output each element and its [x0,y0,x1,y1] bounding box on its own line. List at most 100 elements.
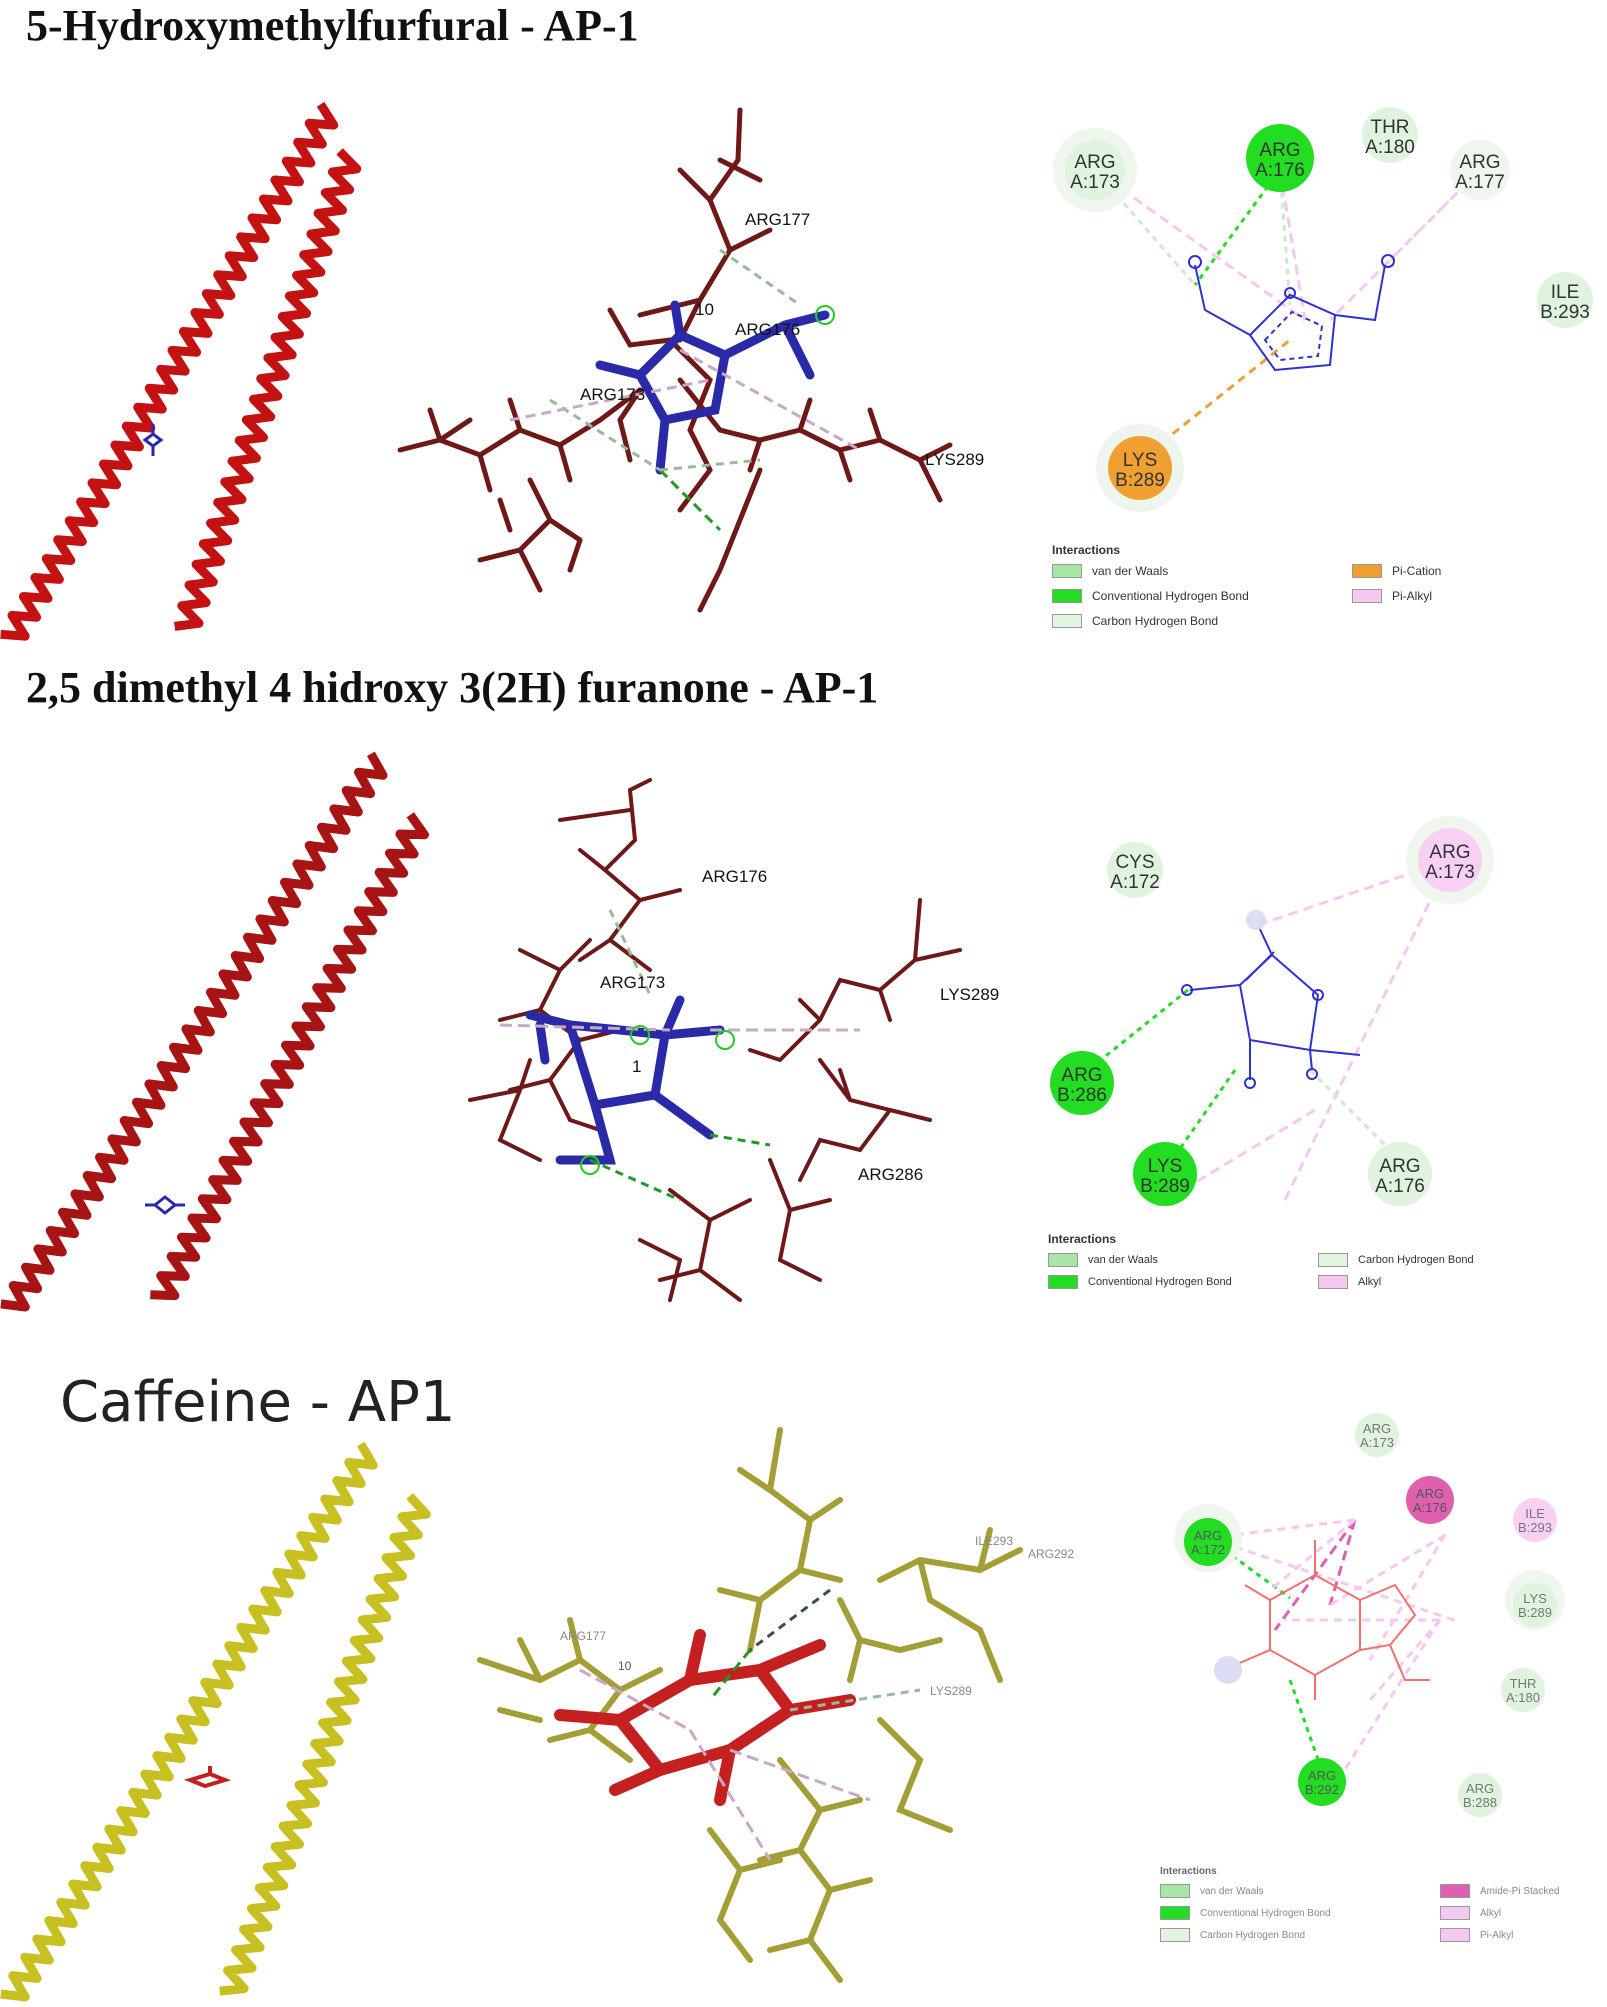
protein-helices [0,1441,431,2002]
protein-helices [0,101,362,641]
svg-text:THR: THR [1510,1676,1537,1691]
svg-text:A:172: A:172 [1191,1542,1225,1557]
section-title: 2,5 dimethyl 4 hidroxy 3(2H) furanone - … [26,663,879,712]
section-title: Caffeine - AP1 [60,1370,456,1435]
legend-item: Pi-Alkyl [1440,1927,1600,1943]
label-arg173: ARG173 [600,973,665,992]
svg-text:ARG: ARG [1308,1768,1336,1783]
helix-ribbon [150,812,429,1301]
ligand-marker [145,1195,185,1215]
ligand-sticks [595,300,830,475]
legend-item: Pi-Alkyl [1352,588,1532,604]
binding-site-3d-view: ARG177 10 ILE293 ARG292 LYS289 [477,1427,1074,1983]
protein-ribbon-view [0,1441,431,2002]
label-arg177: ARG177 [560,1629,606,1643]
svg-text:ILE: ILE [1525,1506,1545,1521]
svg-text:ARG: ARG [1416,1486,1444,1501]
label-arg176: ARG176 [702,867,767,886]
svg-text:A:176: A:176 [1255,160,1305,181]
svg-text:A:180: A:180 [1506,1690,1540,1705]
section-caffeine: Caffeine - AP1 [0,1330,1607,2007]
label-atom-10: 10 [618,1659,632,1673]
legend-swatch [1318,1253,1348,1267]
legend-item: van der Waals [1048,1252,1318,1268]
svg-text:B:286: B:286 [1057,1085,1107,1106]
svg-text:A:173: A:173 [1360,1435,1394,1450]
svg-text:B:289: B:289 [1518,1605,1552,1620]
legend-item: Carbon Hydrogen Bond [1160,1927,1440,1943]
legend-item: Conventional Hydrogen Bond [1048,1274,1318,1290]
legend-item: Carbon Hydrogen Bond [1318,1252,1518,1268]
residue-bubbles [1174,1413,1565,1817]
svg-text:A:173: A:173 [1070,172,1120,193]
legend-heading: Interactions [1052,543,1121,557]
residue-bubbles [1050,816,1494,1206]
interaction-legend: Interactions van der Waals Pi-Cation Con… [1052,543,1532,629]
svg-text:ARG: ARG [1061,1065,1102,1086]
legend-swatch [1052,589,1082,603]
svg-text:ARG: ARG [1379,1156,1420,1177]
label-ile293: ILE293 [975,1534,1013,1548]
ligand-structure [1188,254,1395,372]
residue-sticks [477,1427,1023,1983]
legend-swatch [1160,1928,1190,1942]
svg-text:ARG: ARG [1363,1421,1391,1436]
protein-helices [0,751,429,1312]
label-lys289: LYS289 [940,985,999,1004]
ligand-structure [1214,1540,1430,1700]
label-lys289: LYS289 [925,450,984,469]
svg-text:THR: THR [1370,117,1409,138]
interaction-2d-diagram: ARG A:173 ARG A:176 ILE B:293 ARG A:172 … [1174,1413,1565,1817]
legend-item: Alkyl [1440,1905,1600,1921]
svg-text:B:293: B:293 [1518,1520,1552,1535]
interaction-legend: Interactions van der Waals Carbon Hydrog… [1048,1232,1518,1290]
interaction-legend: Interactions van der Waals Amide-Pi Stac… [1160,1866,1600,1943]
helix-ribbon [0,751,388,1312]
svg-text:ILE: ILE [1551,282,1580,303]
label-arg292: ARG292 [1028,1547,1074,1561]
section-hmf: 5-Hydroxymethylfurfural - AP-1 [0,0,1607,650]
svg-text:A:176: A:176 [1375,1176,1425,1197]
svg-text:B:288: B:288 [1463,1795,1497,1810]
legend-swatch [1440,1884,1470,1898]
legend-item: Amide-Pi Stacked [1440,1883,1600,1899]
legend-swatch [1160,1906,1190,1920]
interaction-dashes [499,909,860,1202]
helix-ribbon [0,1441,378,2002]
svg-text:ARG: ARG [1259,140,1300,161]
svg-text:A:180: A:180 [1365,137,1415,158]
legend-item: van der Waals [1052,563,1352,579]
svg-text:ARG: ARG [1074,152,1115,173]
legend-item: van der Waals [1160,1883,1440,1899]
svg-text:B:292: B:292 [1305,1782,1339,1797]
legend-swatch [1052,564,1082,578]
residue-sticks [468,778,962,1302]
svg-text:ARG: ARG [1459,152,1500,173]
label-atom-1: 1 [632,1057,641,1076]
label-arg176: ARG176 [735,320,800,339]
svg-text:B:289: B:289 [1140,1176,1190,1197]
binding-site-3d-view: ARG177 10 ARG176 ARG173 LYS289 [397,107,984,613]
interaction-lines [1207,1518,1461,1786]
svg-text:B:293: B:293 [1540,302,1590,323]
ligand-marker [183,1766,232,1789]
interaction-dashes [509,248,861,532]
ligand-marker [142,424,164,456]
interaction-2d-diagram: ARG A:173 ARG A:176 THR A:180 ARG A:177 … [1053,107,1593,512]
label-arg177: ARG177 [745,210,810,229]
binding-site-3d-view: ARG176 ARG173 1 LYS289 ARG286 [468,778,999,1302]
protein-ribbon-view [0,101,362,641]
residue-labels: ARG A:173 ARG A:176 THR A:180 ARG A:177 … [1070,117,1590,491]
protein-ribbon-view [0,751,429,1312]
legend-item: Pi-Cation [1352,563,1532,579]
svg-text:ARG: ARG [1466,1781,1494,1796]
legend-swatch [1352,589,1382,603]
legend-swatch [1048,1253,1078,1267]
svg-text:A:173: A:173 [1425,862,1475,883]
ligand-structure [1181,910,1361,1089]
legend-heading: Interactions [1160,1866,1217,1877]
residue-bubbles [1053,107,1593,512]
legend-item: Carbon Hydrogen Bond [1052,613,1352,629]
interaction-lines [1093,168,1482,462]
section-furanone: 2,5 dimethyl 4 hidroxy 3(2H) furanone - … [0,650,1607,1330]
